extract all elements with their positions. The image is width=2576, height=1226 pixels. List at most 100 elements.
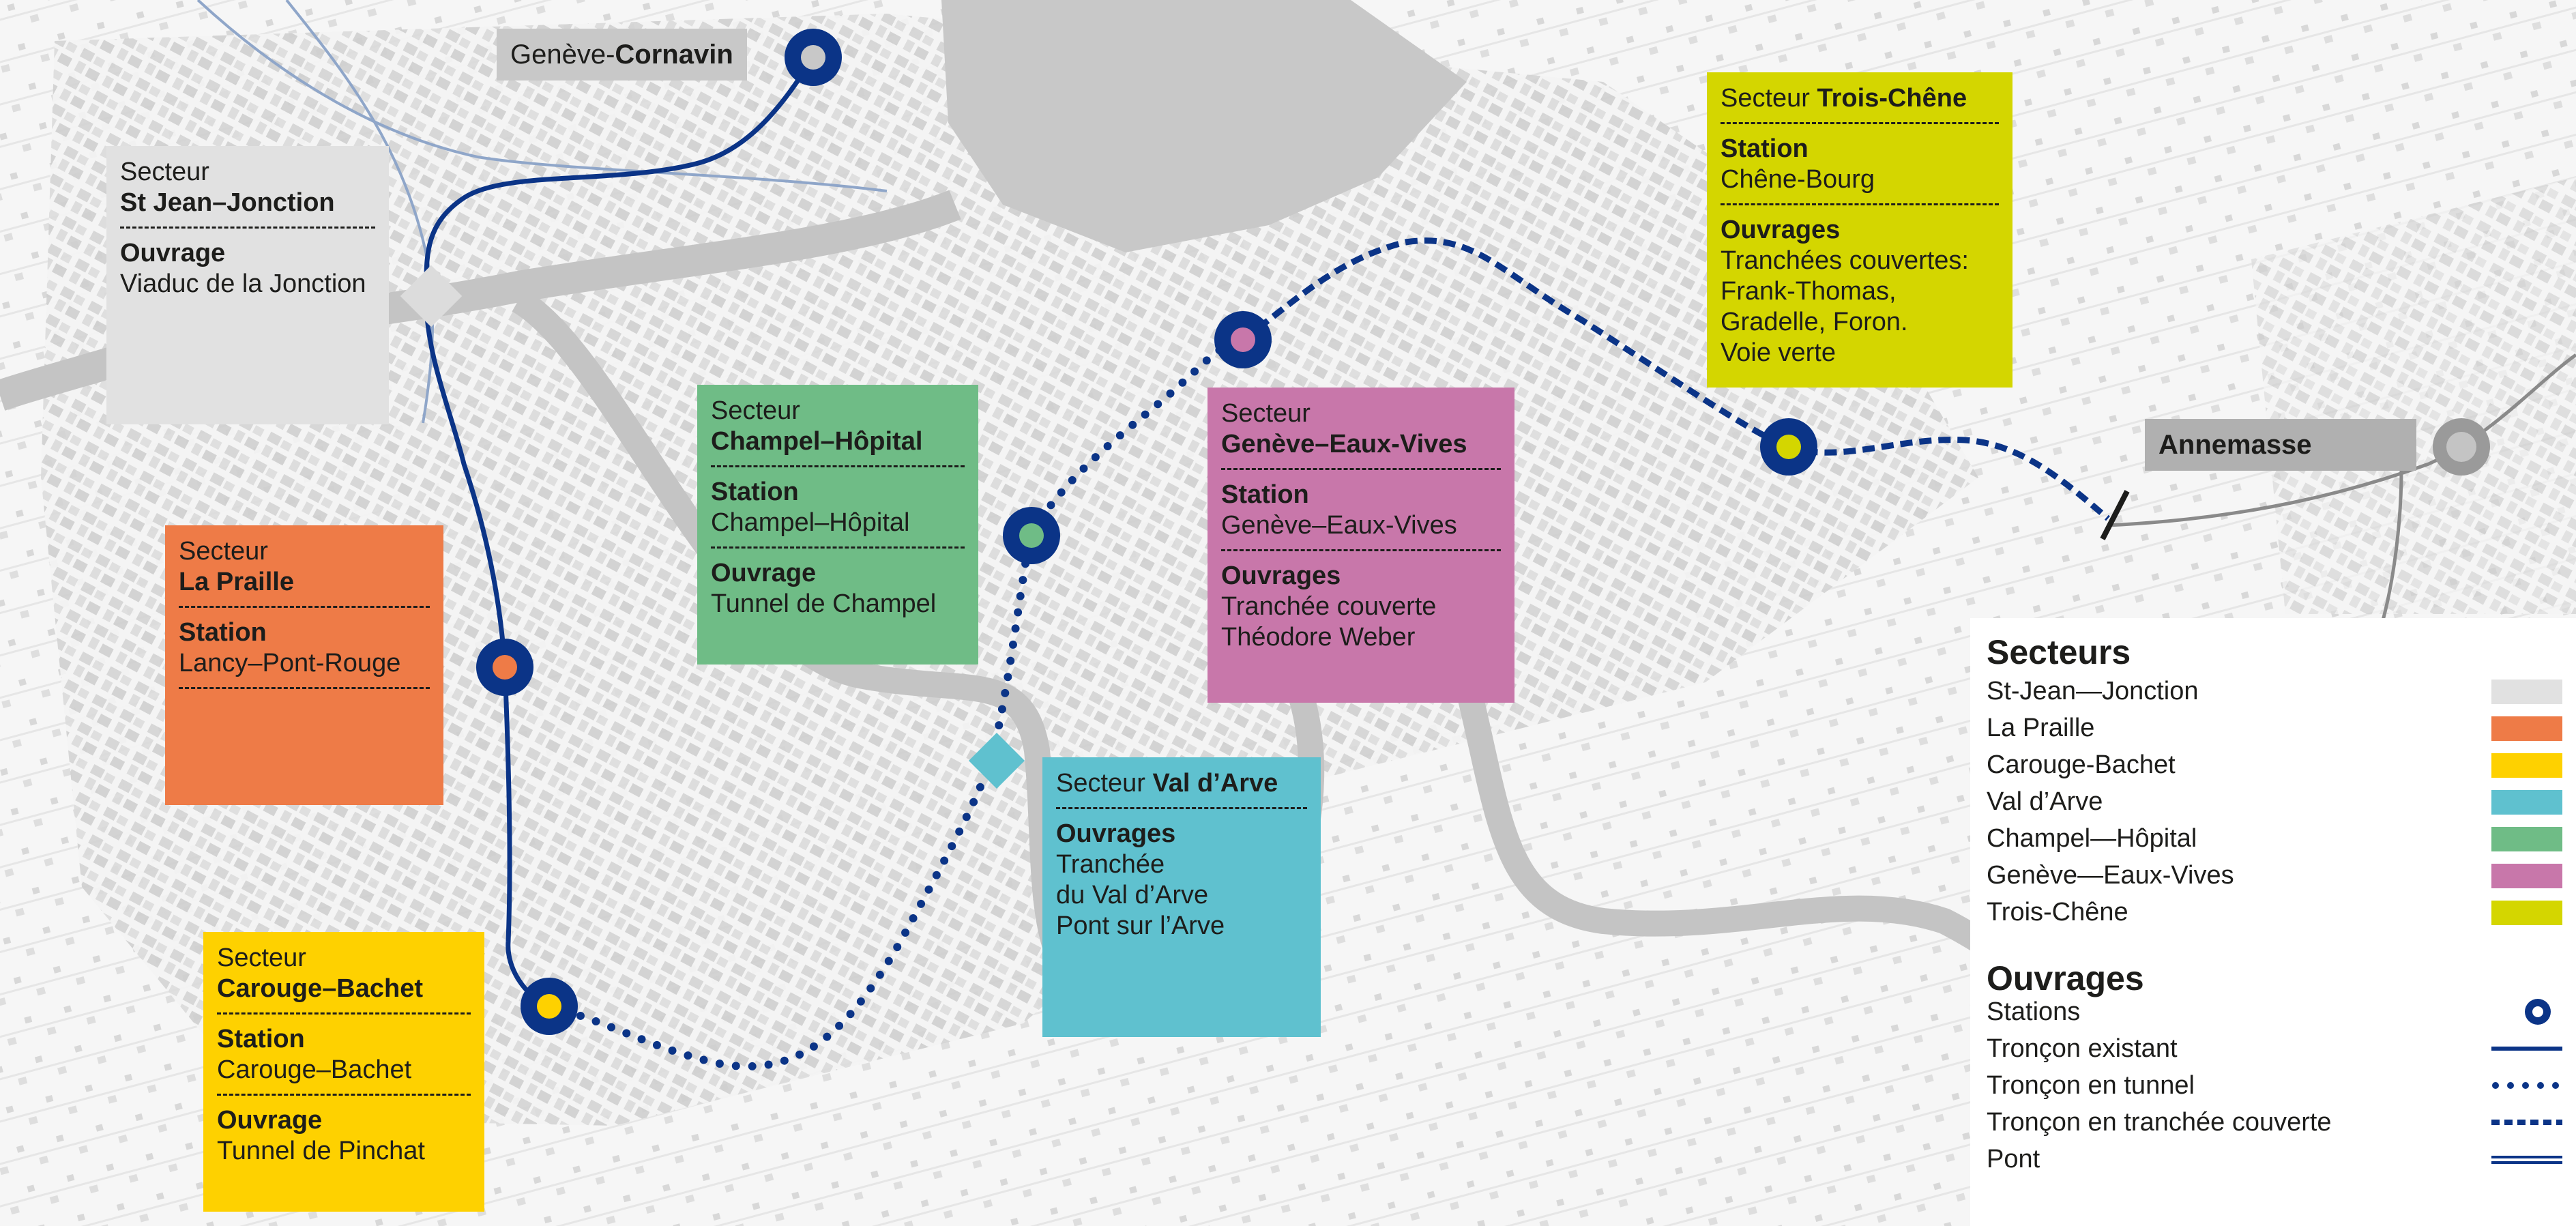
station-label: Station bbox=[1721, 134, 1809, 163]
station-annemasse[interactable] bbox=[2433, 418, 2490, 476]
legend-secteurs-title: Secteurs bbox=[1987, 633, 2131, 671]
legend-item-stations: Stations bbox=[1987, 993, 2562, 1030]
legend-ouvrages-title: Ouvrages bbox=[1987, 959, 2144, 997]
lake-leman bbox=[941, 0, 1467, 252]
rail-line-background bbox=[285, 0, 435, 424]
rail-line-background bbox=[196, 0, 888, 192]
ouvrages-label: Ouvrages bbox=[1056, 819, 1176, 848]
legend-label: Tronçon existant bbox=[1987, 1034, 2178, 1063]
legend-item-st-jean: St-Jean—Jonction bbox=[1987, 673, 2562, 710]
station-value: Carouge–Bachet bbox=[217, 1055, 412, 1084]
station-value: Champel–Hôpital bbox=[711, 508, 910, 537]
sector-title: Trois-Chêne bbox=[1817, 84, 1967, 113]
station-lancy-pont-rouge[interactable] bbox=[476, 639, 533, 696]
ouvrages-line: Voie verte bbox=[1721, 338, 1836, 367]
sector-prefix: Secteur bbox=[1721, 84, 1810, 113]
sector-champel-hopital: Secteur Champel–Hôpital Station Champel–… bbox=[697, 385, 978, 665]
legend-label: Tronçon en tunnel bbox=[1987, 1071, 2195, 1100]
station-value: Lancy–Pont-Rouge bbox=[179, 649, 401, 677]
divider bbox=[711, 465, 965, 467]
sector-st-jean-jonction: Secteur St Jean–Jonction Ouvrage Viaduc … bbox=[106, 146, 389, 424]
legend-item-champel-hopital: Champel—Hôpital bbox=[1987, 820, 2562, 857]
legend-swatch bbox=[2491, 901, 2562, 925]
sector-heading: Secteur Trois-Chêne bbox=[1721, 83, 1999, 114]
cornavin-prefix: Genève- bbox=[510, 40, 615, 70]
station-geneve-eaux-vives[interactable] bbox=[1214, 311, 1272, 368]
route-existing-section bbox=[424, 56, 815, 1009]
ouvrages-line: Pont sur l’Arve bbox=[1056, 911, 1225, 940]
legend-item-carouge-bachet: Carouge-Bachet bbox=[1987, 746, 2562, 783]
ouvrages-line: du Val d’Arve bbox=[1056, 881, 1209, 909]
divider bbox=[179, 687, 430, 689]
route-tunnel-champel bbox=[988, 336, 1247, 761]
sector-prefix: Secteur bbox=[217, 944, 306, 972]
legend-item-troncon-tranchee: Tronçon en tranchée couverte bbox=[1987, 1104, 2562, 1141]
sector-prefix: Secteur bbox=[711, 396, 800, 425]
line-end-marker bbox=[2100, 490, 2130, 540]
sector-title: Genève–Eaux-Vives bbox=[1221, 430, 1467, 458]
legend-label: Trois-Chêne bbox=[1987, 898, 2128, 926]
ouvrage-value: Tunnel de Champel bbox=[711, 589, 937, 618]
route-covered-trench bbox=[1241, 237, 2110, 521]
legend-label: Champel—Hôpital bbox=[1987, 824, 2197, 853]
station-carouge-bachet[interactable] bbox=[521, 978, 578, 1035]
ouvrage-value: Tunnel de Pinchat bbox=[217, 1137, 425, 1165]
station-value: Genève–Eaux-Vives bbox=[1221, 511, 1457, 540]
legend-item-la-praille: La Praille bbox=[1987, 710, 2562, 746]
sector-title: La Praille bbox=[179, 568, 294, 596]
legend-swatch bbox=[2491, 716, 2562, 741]
legend-item-pont: Pont bbox=[1987, 1141, 2562, 1178]
ouvrages-line: Tranchée bbox=[1056, 850, 1165, 879]
divider bbox=[711, 546, 965, 549]
legend-swatch bbox=[2491, 753, 2562, 778]
ouvrages-line: Tranchée couverte bbox=[1221, 592, 1437, 621]
sector-carouge-bachet: Secteur Carouge–Bachet Station Carouge–B… bbox=[203, 932, 484, 1212]
ouvrage-label: Ouvrage bbox=[217, 1106, 323, 1135]
cornavin-name: Cornavin bbox=[615, 40, 733, 70]
legend-item-troncon-tunnel: Tronçon en tunnel bbox=[1987, 1067, 2562, 1104]
legend-label: Genève—Eaux-Vives bbox=[1987, 861, 2234, 890]
station-champel-hopital[interactable] bbox=[1003, 507, 1060, 564]
sector-prefix: Secteur bbox=[120, 158, 209, 186]
legend-label: Stations bbox=[1987, 997, 2081, 1026]
sector-val-d-arve: Secteur Val d’Arve Ouvrages Tranchée du … bbox=[1042, 757, 1321, 1037]
sector-title: Champel–Hôpital bbox=[711, 427, 923, 456]
station-cornavin[interactable] bbox=[785, 29, 842, 86]
sector-prefix: Secteur bbox=[179, 537, 268, 566]
legend-item-trois-chene: Trois-Chêne bbox=[1987, 894, 2562, 931]
divider bbox=[217, 1012, 471, 1015]
ouvrage-label: Ouvrage bbox=[711, 559, 817, 587]
divider bbox=[217, 1094, 471, 1096]
legend-swatch bbox=[2491, 680, 2562, 704]
rail-line-annemasse bbox=[2379, 470, 2403, 628]
station-chene-bourg[interactable] bbox=[1760, 418, 1817, 476]
station-label: Station bbox=[1221, 480, 1309, 509]
sector-prefix: Secteur bbox=[1056, 769, 1145, 798]
legend-label: Pont bbox=[1987, 1145, 2040, 1173]
sector-geneve-eaux-vives: Secteur Genève–Eaux-Vives Station Genève… bbox=[1208, 388, 1514, 703]
sector-prefix: Secteur bbox=[1221, 399, 1311, 428]
legend-label: St-Jean—Jonction bbox=[1987, 677, 2199, 705]
annemasse-area bbox=[2251, 177, 2576, 614]
dotted-line-icon bbox=[2492, 1082, 2562, 1089]
legend-label: Val d’Arve bbox=[1987, 787, 2103, 816]
divider bbox=[1221, 468, 1501, 470]
sector-title: Val d’Arve bbox=[1152, 769, 1278, 798]
dashed-line-icon bbox=[2491, 1120, 2562, 1125]
ouvrage-value: Viaduc de la Jonction bbox=[120, 269, 366, 298]
sector-trois-chene: Secteur Trois-Chêne Station Chêne-Bourg … bbox=[1707, 72, 2012, 388]
ouvrages-line: Tranchées couvertes: bbox=[1721, 246, 1969, 275]
solid-line-icon bbox=[2491, 1047, 2562, 1051]
sector-title: Carouge–Bachet bbox=[217, 974, 423, 1003]
annemasse-label: Annemasse bbox=[2145, 419, 2416, 471]
legend-label: La Praille bbox=[1987, 714, 2095, 742]
ouvrages-line: Théodore Weber bbox=[1221, 623, 1416, 652]
viaduc-jonction-marker bbox=[400, 265, 463, 327]
divider bbox=[179, 606, 430, 608]
legend-swatch bbox=[2491, 790, 2562, 815]
divider bbox=[1721, 122, 1999, 124]
ouvrages-label: Ouvrages bbox=[1221, 561, 1341, 590]
divider bbox=[1221, 549, 1501, 551]
legend-swatch bbox=[2491, 827, 2562, 851]
legend-item-troncon-existant: Tronçon existant bbox=[1987, 1030, 2562, 1067]
